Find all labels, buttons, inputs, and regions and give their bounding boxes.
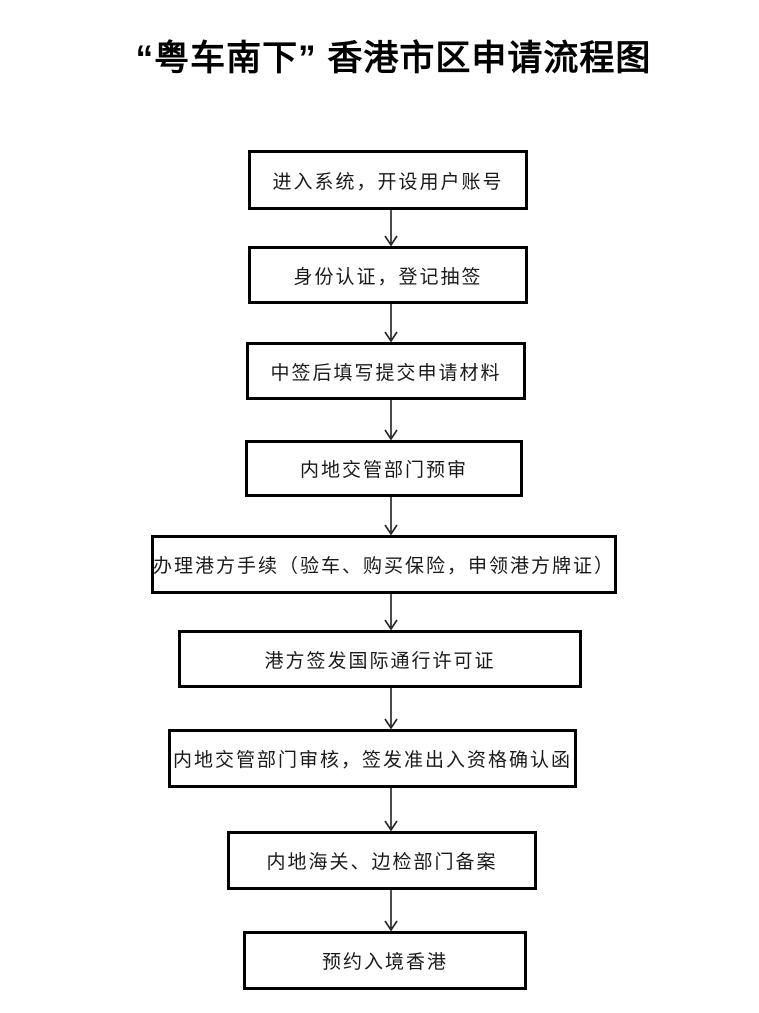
down-arrow-connector-7 xyxy=(384,788,398,831)
flow-step-enter-system: 进入系统，开设用户账号 xyxy=(248,150,528,210)
flow-step-label: 内地海关、边检部门备案 xyxy=(266,852,498,873)
flow-step-mainland-preview: 内地交管部门预审 xyxy=(245,440,523,497)
down-arrow-connector-8 xyxy=(384,890,398,931)
flow-step-submit-materials: 中签后填写提交申请材料 xyxy=(246,342,526,400)
flow-step-label: 预约入境香港 xyxy=(321,952,448,973)
flow-step-label: 身份认证，登记抽签 xyxy=(293,266,483,288)
down-arrow-connector-3 xyxy=(384,400,398,440)
down-arrow-connector-4 xyxy=(384,497,398,535)
flow-step-label: 内地交管部门审核，签发准出入资格确认函 xyxy=(172,750,572,771)
flow-step-label: 内地交管部门预审 xyxy=(299,460,468,481)
flow-step-hk-procedures: 办理港方手续（验车、购买保险，申领港方牌证） xyxy=(151,535,617,594)
down-arrow-connector-1 xyxy=(384,210,398,246)
page-title: “粤车南下” 香港市区申请流程图 xyxy=(135,39,652,78)
flow-step-identity-verify: 身份认证，登记抽签 xyxy=(248,246,528,304)
flow-step-mainland-review-confirm: 内地交管部门审核，签发准出入资格确认函 xyxy=(168,729,577,788)
flow-step-label: 办理港方手续（验车、购买保险，申领港方牌证） xyxy=(153,556,616,577)
flow-step-label: 中签后填写提交申请材料 xyxy=(270,362,502,384)
flow-step-book-entry: 预约入境香港 xyxy=(243,931,527,990)
down-arrow-connector-6 xyxy=(384,688,398,729)
flow-step-hk-permit-issue: 港方签发国际通行许可证 xyxy=(178,630,582,688)
flow-step-customs-record: 内地海关、边检部门备案 xyxy=(227,831,537,890)
down-arrow-connector-5 xyxy=(384,594,398,630)
flow-step-label: 进入系统，开设用户账号 xyxy=(272,171,504,193)
flow-step-label: 港方签发国际通行许可证 xyxy=(264,650,496,672)
down-arrow-connector-2 xyxy=(384,304,398,342)
